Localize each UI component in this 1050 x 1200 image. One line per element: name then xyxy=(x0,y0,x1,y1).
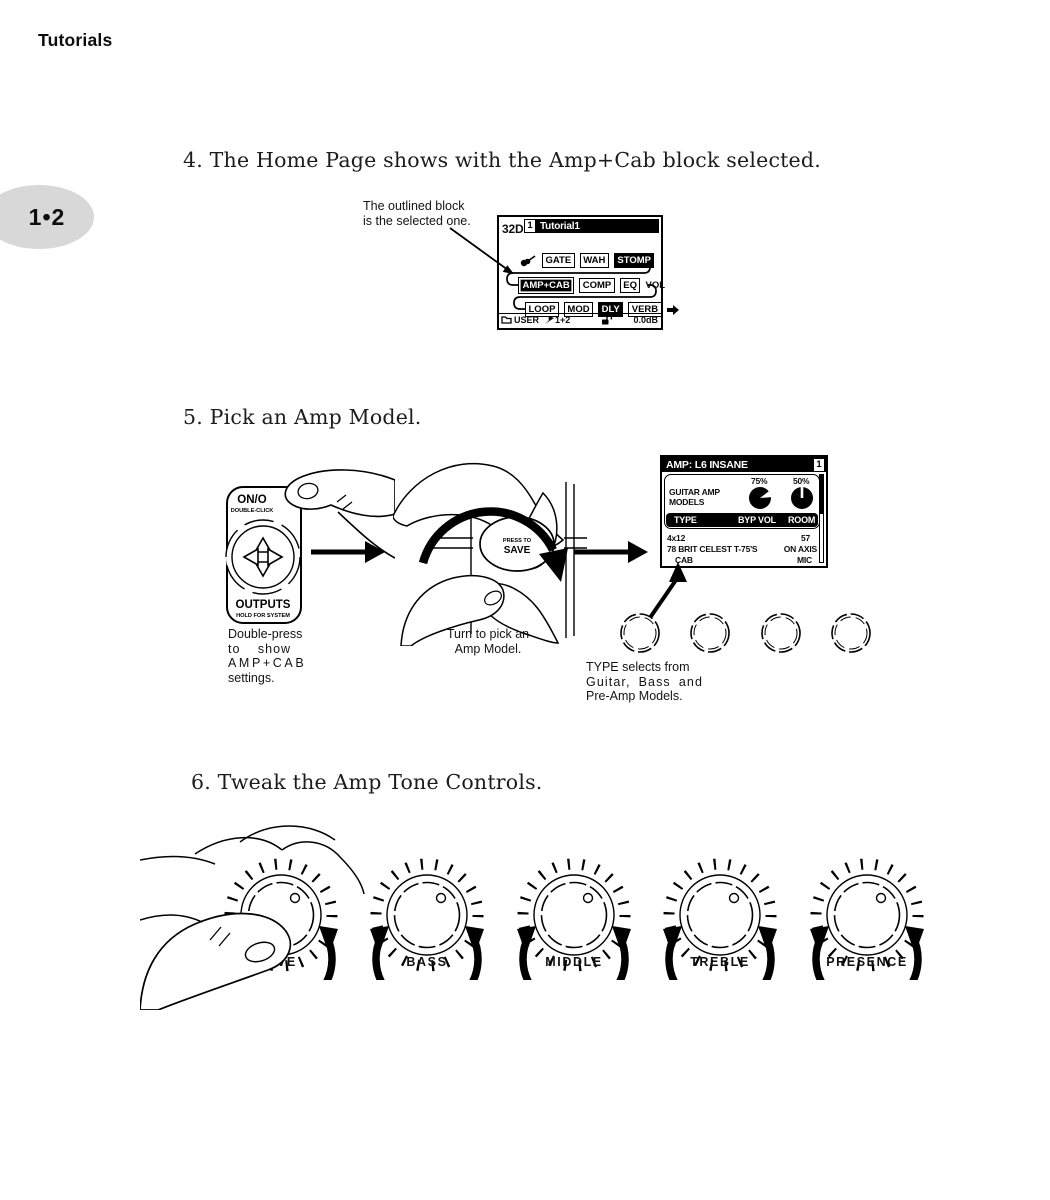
slot-number: 1 xyxy=(525,220,535,232)
dpad-down-icon xyxy=(253,561,273,578)
lcd-knob-icons xyxy=(749,486,813,509)
dpad-right-icon xyxy=(267,547,284,567)
preset-name: Tutorial1 xyxy=(540,220,580,232)
preset-number: 32D xyxy=(502,222,524,236)
cab-size: 4x12 xyxy=(667,533,686,543)
press-to-label: PRESS TO xyxy=(503,538,532,544)
param-knob-4 xyxy=(831,613,871,653)
save-label: SAVE xyxy=(504,545,531,556)
step-5-heading: 5. Pick an Amp Model. xyxy=(183,405,422,429)
section-header: Tutorials xyxy=(38,30,113,50)
dpad-left-icon xyxy=(242,547,259,567)
block-wah: WAH xyxy=(579,253,609,268)
annotation-arrow xyxy=(449,227,514,274)
guitar-icon xyxy=(520,255,536,267)
step-6-heading: 6. Tweak the Amp Tone Controls. xyxy=(191,770,543,794)
home-lcd-titlebar: 1 Tutorial1 xyxy=(524,219,659,233)
amp-lcd-titlebar: AMP: L6 INSANE 1 xyxy=(662,457,826,472)
middle-knob-label: MIDDLE xyxy=(545,955,603,969)
hold-for-system-label: HOLD FOR SYSTEM xyxy=(236,613,290,619)
amp-lcd-screen: AMP: L6 INSANE 1 75% 50% GUITAR AMP MODE… xyxy=(660,455,828,568)
mic-model: 57 xyxy=(800,533,810,543)
amp-model-panel: 75% 50% GUITAR AMP MODELS TYPE BYP VOL R… xyxy=(664,474,820,529)
fx-row-1: GATE WAH STOMP xyxy=(520,253,655,268)
room-value: 50% xyxy=(793,476,810,486)
mic-label: MIC xyxy=(797,555,812,565)
hand-turning-drive-knob xyxy=(140,812,530,1010)
page-number: 1•2 xyxy=(28,203,66,230)
cab-model: 78 BRIT CELEST T-75'S xyxy=(667,544,758,554)
amp-category-line1: GUITAR AMP xyxy=(669,487,720,497)
home-lcd-screen: 32D 1 Tutorial1 GATE WAH STOMP AMP+CAB C… xyxy=(497,215,679,330)
block-stomp: STOMP xyxy=(613,253,655,268)
step-4-heading: 4. The Home Page shows with the Amp+Cab … xyxy=(183,148,821,172)
parameter-knobs xyxy=(620,613,871,653)
fx-row-2: AMP+CAB COMP EQ VOL xyxy=(518,277,665,294)
block-vol: VOL xyxy=(645,280,666,291)
outlined-block-note: The outlined block is the selected one. xyxy=(363,199,471,228)
bass-knob-label: BASS xyxy=(406,955,448,969)
presence-knob-label: PRESENCE xyxy=(826,955,908,969)
amp-category-line2: MODELS xyxy=(669,497,705,507)
param-byp-vol: BYP VOL xyxy=(738,514,776,525)
user-folder-label: USER xyxy=(514,315,540,325)
rotation-arrow xyxy=(418,507,557,565)
block-gate: GATE xyxy=(542,253,575,268)
flow-arrow-2 xyxy=(574,541,648,563)
folder-icon xyxy=(501,315,512,325)
more-arrow-icon xyxy=(666,304,679,315)
save-knob xyxy=(479,516,555,572)
room-knob xyxy=(761,613,801,653)
outputs-label: OUTPUTS xyxy=(236,599,291,611)
unlock-icon xyxy=(601,315,613,326)
dpad-up-icon xyxy=(253,536,273,553)
lcd-scrollbar xyxy=(819,474,824,563)
block-comp: COMP xyxy=(579,278,615,293)
type-knob xyxy=(620,613,660,653)
cab-label: CAB xyxy=(675,555,693,565)
amp-page-indicator: 1 xyxy=(814,458,824,471)
double-press-caption: Double-press to show AMP+CAB settings. xyxy=(228,627,307,685)
flow-arrow-1 xyxy=(311,541,385,563)
type-selects-caption: TYPE selects from Guitar, Bass and Pre-A… xyxy=(586,660,704,703)
turn-to-pick-caption: Turn to pick an Amp Model. xyxy=(446,627,530,656)
param-type: TYPE xyxy=(674,514,697,525)
byp-vol-knob xyxy=(690,613,730,653)
output-level: 0.0dB xyxy=(633,315,658,325)
block-amp-cab-selected: AMP+CAB xyxy=(518,277,575,294)
on-off-label: ON/O xyxy=(237,494,266,506)
block-eq: EQ xyxy=(619,278,641,293)
param-room: ROOM xyxy=(788,514,816,525)
treble-knob-label: TREBLE xyxy=(690,955,750,969)
input-routing-label: 1+2 xyxy=(555,315,571,325)
pointing-finger-illustration xyxy=(140,912,292,1010)
home-lcd-statusbar: USER 1+2 0.0dB xyxy=(499,313,661,328)
amp-model-title: AMP: L6 INSANE xyxy=(666,458,748,471)
input-routing-icon xyxy=(545,315,555,326)
mic-position: ON AXIS xyxy=(783,544,817,554)
byp-vol-value: 75% xyxy=(751,476,768,486)
finger-illustration xyxy=(284,469,395,518)
page-number-badge: 1•2 xyxy=(0,185,94,249)
turn-knob-illustration: PRESS TO SAVE xyxy=(393,438,605,646)
param-bar: TYPE BYP VOL ROOM xyxy=(666,513,818,527)
controller-pad-illustration: ON/O DOUBLE-CLICK OUTPUTS HOLD FOR SYSTE… xyxy=(195,462,395,630)
double-click-label: DOUBLE-CLICK xyxy=(231,508,274,514)
